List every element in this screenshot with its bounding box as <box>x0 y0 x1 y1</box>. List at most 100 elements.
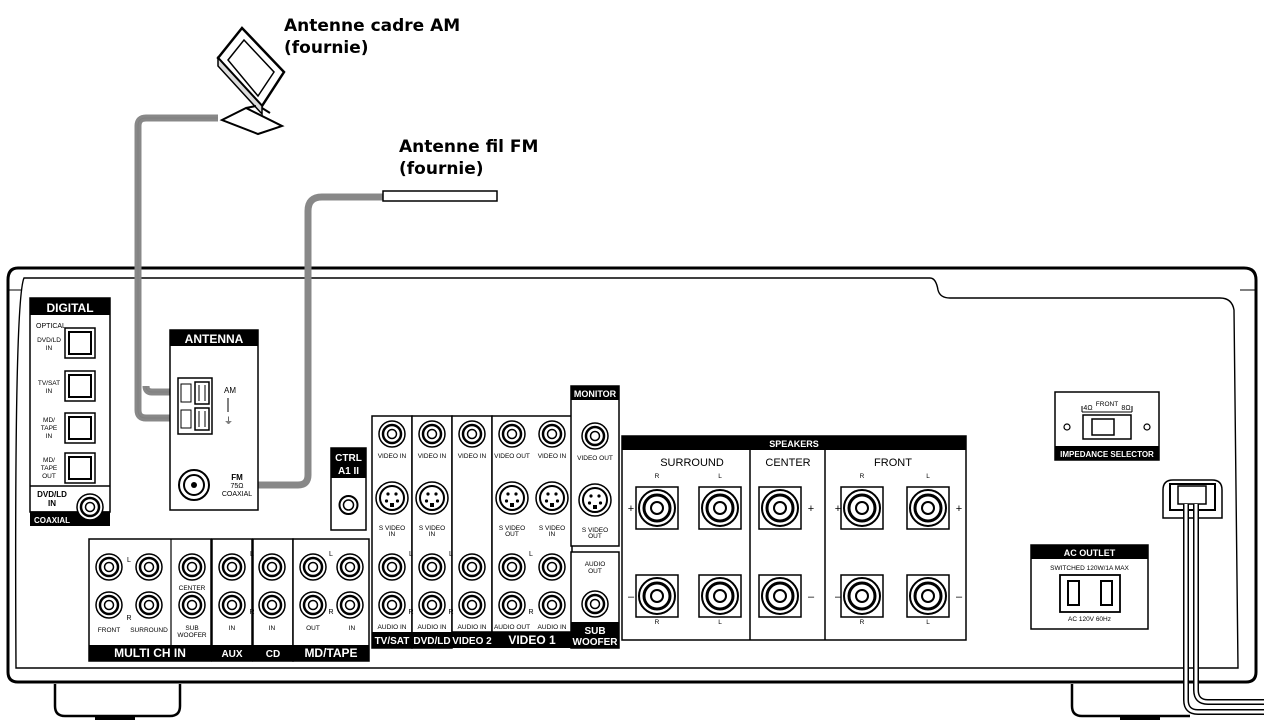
audio-jack-right[interactable] <box>417 590 447 620</box>
panel-label: + <box>808 503 814 515</box>
speaker-terminal-plus[interactable] <box>697 485 743 531</box>
panel-label: OUT <box>588 568 602 575</box>
group-label: MONITOR <box>574 389 617 399</box>
ac-outlet-socket[interactable] <box>1059 574 1121 613</box>
optical-mdtape-out[interactable]: MD/ TAPE OUT <box>41 452 96 484</box>
s-video-jack[interactable] <box>495 481 529 515</box>
group-label: SUB <box>584 626 605 637</box>
s-video-jack[interactable] <box>375 481 409 515</box>
panel-label: + <box>628 503 634 515</box>
impedance-switch[interactable] <box>1082 414 1132 440</box>
svg-text:FRONT: FRONT <box>874 457 912 469</box>
panel-label: FRONT <box>98 627 120 634</box>
audio-jack-right[interactable] <box>457 590 487 620</box>
group-label: DVD/LD <box>413 636 450 647</box>
panel-label: L <box>529 551 533 558</box>
svg-text:COAXIAL: COAXIAL <box>34 516 70 525</box>
multi-center-jack[interactable] <box>177 552 207 582</box>
s-video-jack[interactable] <box>578 483 612 517</box>
fm-coaxial-jack[interactable] <box>178 469 210 501</box>
panel-label: R <box>328 609 333 616</box>
am-terminals[interactable] <box>177 377 213 435</box>
svg-text:IN: IN <box>46 433 53 440</box>
panel-label: L <box>250 551 254 558</box>
input-jack-left[interactable] <box>217 552 247 582</box>
panel-label: IN <box>349 625 356 632</box>
panel-label: + <box>956 503 962 515</box>
panel-label: IN <box>429 531 436 538</box>
multi-surround-r-jack[interactable] <box>134 590 164 620</box>
audio-jack-left[interactable] <box>377 552 407 582</box>
svg-text:SURROUND: SURROUND <box>660 457 724 469</box>
video-jack[interactable] <box>377 419 407 449</box>
antenna-title: ANTENNA <box>185 332 244 346</box>
speaker-terminal-plus[interactable] <box>757 485 803 531</box>
svg-text:A1 II: A1 II <box>338 466 359 477</box>
audio-jack-left[interactable] <box>417 552 447 582</box>
am-terminal-label: AM <box>224 386 236 395</box>
s-video-jack[interactable] <box>535 481 569 515</box>
panel-label: S VIDEO <box>419 525 445 532</box>
input-jack-left[interactable] <box>257 552 287 582</box>
svg-text:FRONT: FRONT <box>1096 401 1118 408</box>
speaker-terminal-plus[interactable] <box>839 485 885 531</box>
multi-subwoofer-jack[interactable] <box>177 590 207 620</box>
chassis-foot-left <box>53 684 182 720</box>
svg-text:IN: IN <box>48 499 56 508</box>
optical-tvsat-in[interactable]: TV/SAT IN <box>38 370 96 402</box>
mdtape-in-r-jack[interactable] <box>335 590 365 620</box>
svg-text:MD/: MD/ <box>43 457 55 464</box>
speaker-terminal-minus[interactable] <box>634 573 680 619</box>
svg-text:4Ω: 4Ω <box>1083 405 1092 412</box>
speaker-terminal-minus[interactable] <box>757 573 803 619</box>
multi-front-r-jack[interactable] <box>94 590 124 620</box>
panel-label: OUT <box>588 533 602 540</box>
input-jack-right[interactable] <box>217 590 247 620</box>
ctrl-a1-section: CTRL A1 II <box>330 447 367 531</box>
video-jack[interactable] <box>580 421 610 451</box>
speaker-terminal-plus[interactable] <box>634 485 680 531</box>
subwoofer-jack[interactable] <box>580 589 610 619</box>
s-video-jack[interactable] <box>415 481 449 515</box>
speaker-terminal-minus[interactable] <box>839 573 885 619</box>
input-jack-right[interactable] <box>257 590 287 620</box>
multi-front-l-jack[interactable] <box>94 552 124 582</box>
mdtape-out-r-jack[interactable] <box>298 590 328 620</box>
panel-label: R <box>408 609 413 616</box>
audio-jack-right[interactable] <box>377 590 407 620</box>
audio-jack-left[interactable] <box>497 552 527 582</box>
panel-label: OUT <box>306 625 320 632</box>
speaker-terminal-minus[interactable] <box>697 573 743 619</box>
speaker-terminal-plus[interactable] <box>905 485 951 531</box>
optical-mdtape-in[interactable]: MD/ TAPE IN <box>41 412 96 444</box>
panel-label: CENTER <box>179 585 206 592</box>
panel-label: S VIDEO <box>499 525 525 532</box>
panel-label: L <box>926 619 930 626</box>
optical-dvdld-in[interactable]: DVD/LD IN <box>37 327 96 359</box>
video-jack[interactable] <box>537 419 567 449</box>
video-jack[interactable] <box>457 419 487 449</box>
svg-text:TV/SAT: TV/SAT <box>38 380 60 387</box>
am-antenna-cable <box>134 114 218 422</box>
audio-jack-left[interactable] <box>537 552 567 582</box>
audio-jack-right[interactable] <box>497 590 527 620</box>
panel-label: VIDEO IN <box>538 453 567 460</box>
svg-text:IMPEDANCE SELECTOR: IMPEDANCE SELECTOR <box>1060 450 1154 459</box>
group-label: AUX <box>221 649 242 660</box>
coaxial-dvdld-in[interactable]: DVD/LD IN COAXIAL <box>34 490 105 525</box>
audio-jack-left[interactable] <box>457 552 487 582</box>
speaker-terminal-minus[interactable] <box>905 573 951 619</box>
mdtape-in-l-jack[interactable] <box>335 552 365 582</box>
mdtape-out-l-jack[interactable] <box>298 552 328 582</box>
svg-text:CENTER: CENTER <box>765 457 810 469</box>
svg-text:8Ω: 8Ω <box>1121 405 1130 412</box>
video-jack[interactable] <box>497 419 527 449</box>
ctrl-a1-jack[interactable] <box>338 495 359 515</box>
fm-antenna-note: (fournie) <box>399 159 484 179</box>
impedance-selector-section: IMPEDANCE SELECTOR FRONT 4Ω 8Ω <box>1054 391 1160 461</box>
optical-label: OPTICAL <box>36 323 66 330</box>
video-jack[interactable] <box>417 419 447 449</box>
panel-label: – <box>628 591 635 603</box>
audio-jack-right[interactable] <box>537 590 567 620</box>
multi-surround-l-jack[interactable] <box>134 552 164 582</box>
